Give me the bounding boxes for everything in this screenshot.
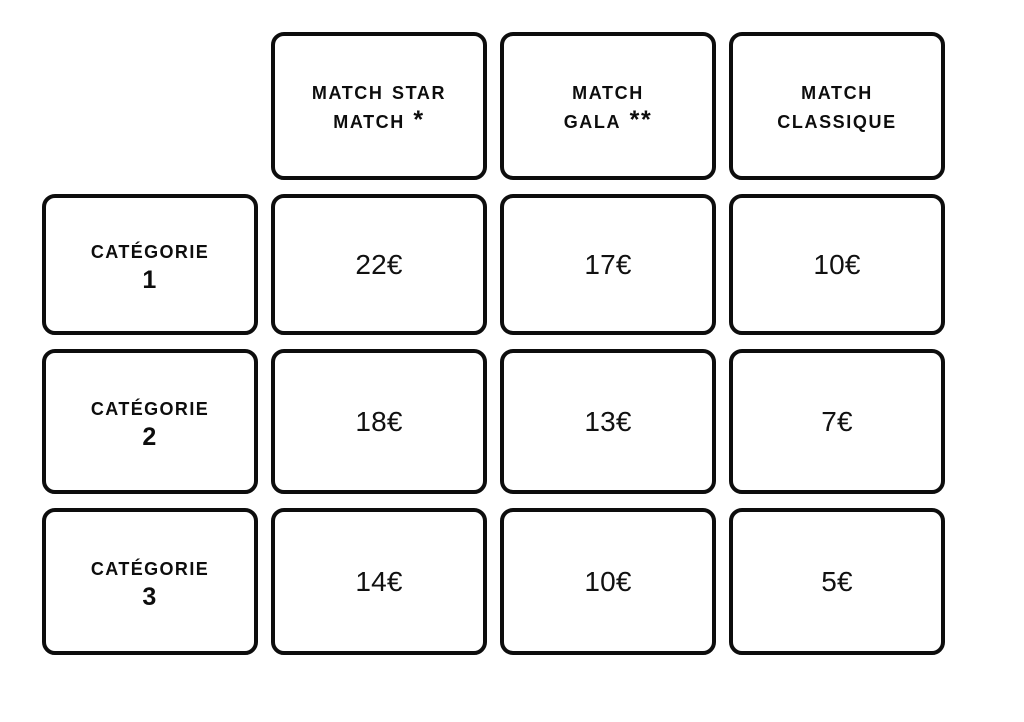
column-header-label: Match GALA ** [563,76,653,135]
row-header-categorie-1[interactable]: Catégorie 1 [42,194,258,335]
price-cell-cat2-match-star-match[interactable]: 18€ [271,349,487,494]
column-header-match-star-match[interactable]: Match star Match * [271,32,487,180]
column-header-label: Match Classique [777,76,897,135]
row-header-label: Catégorie 2 [90,392,210,451]
price-value: 14€ [355,565,403,597]
price-cell-cat1-match-star-match[interactable]: 22€ [271,194,487,335]
row-header-label: Catégorie 3 [90,552,210,611]
price-cell-cat1-match-gala[interactable]: 17€ [500,194,716,335]
price-value: 18€ [355,405,403,437]
price-cell-cat3-match-gala[interactable]: 10€ [500,508,716,655]
price-value: 22€ [355,248,403,280]
price-value: 10€ [584,565,632,597]
column-header-match-gala[interactable]: Match GALA ** [500,32,716,180]
price-value: 17€ [584,248,632,280]
price-cell-cat2-match-classique[interactable]: 7€ [729,349,945,494]
price-cell-cat2-match-gala[interactable]: 13€ [500,349,716,494]
price-value: 10€ [813,248,861,280]
price-value: 13€ [584,405,632,437]
row-header-label: Catégorie 1 [90,235,210,294]
price-value: 7€ [821,405,853,437]
corner-cell [42,32,258,180]
price-cell-cat3-match-classique[interactable]: 5€ [729,508,945,655]
price-cell-cat3-match-star-match[interactable]: 14€ [271,508,487,655]
column-header-label: Match star Match * [311,76,447,135]
pricing-grid-layout: Match star Match * Match GALA ** Match C… [42,32,945,658]
column-header-match-classique[interactable]: Match Classique [729,32,945,180]
row-header-categorie-3[interactable]: Catégorie 3 [42,508,258,655]
price-cell-cat1-match-classique[interactable]: 10€ [729,194,945,335]
row-header-categorie-2[interactable]: Catégorie 2 [42,349,258,494]
price-value: 5€ [821,565,853,597]
